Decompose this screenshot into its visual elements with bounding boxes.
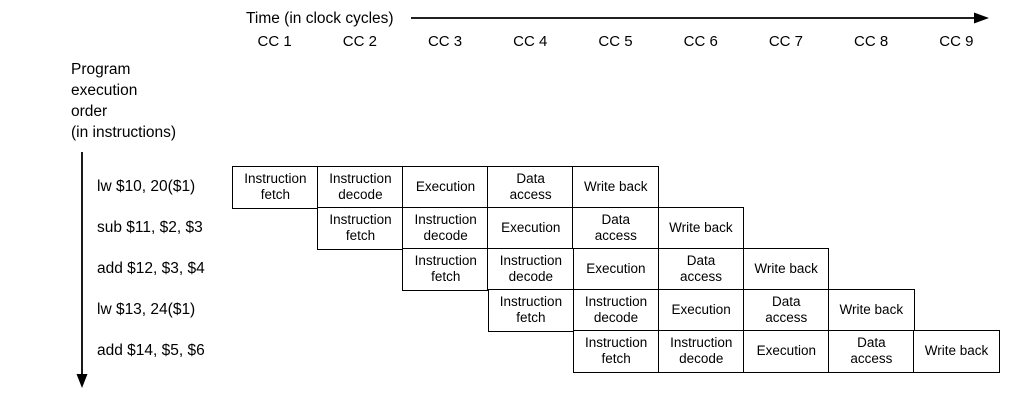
stage-cell-id: Instruction decode <box>487 248 575 291</box>
stage-cell-wb: Write back <box>742 248 830 291</box>
program-order-arrowhead-icon <box>76 374 88 388</box>
stage-cell-id: Instruction decode <box>402 207 489 250</box>
instruction-label-4: lw $13, 24($1) <box>97 301 196 318</box>
stage-cell-wb: Write back <box>827 289 915 332</box>
stage-cell-if: Instruction fetch <box>572 330 660 373</box>
stage-cell-ex: Execution <box>572 248 660 291</box>
instruction-label-3: add $12, $3, $4 <box>97 260 205 277</box>
stage-cell-wb: Write back <box>913 330 1000 373</box>
stage-cell-ex: Execution <box>742 330 830 373</box>
pipeline-row-5: Instruction fetch Instruction decode Exe… <box>572 330 1000 373</box>
stage-cell-if: Instruction fetch <box>487 289 575 332</box>
clock-cycle-label-2: CC 2 <box>342 33 377 50</box>
clock-cycle-label-5: CC 5 <box>598 33 633 50</box>
stage-cell-mem: Data access <box>742 289 830 332</box>
pipeline-row-4: Instruction fetch Instruction decode Exe… <box>487 289 915 332</box>
clock-cycle-label-8: CC 8 <box>854 33 889 50</box>
instruction-label-5: add $14, $5, $6 <box>97 342 205 359</box>
stage-cell-ex: Execution <box>402 166 489 209</box>
time-axis-arrowhead-icon <box>974 12 989 24</box>
stage-cell-ex: Execution <box>657 289 745 332</box>
clock-cycle-label-3: CC 3 <box>427 33 463 50</box>
stage-cell-if: Instruction fetch <box>317 207 404 250</box>
stage-cell-mem: Data access <box>828 330 915 373</box>
clock-cycle-header-row: CC 1 CC 2 CC 3 CC 4 CC 5 CC 6 CC 7 CC 8 … <box>232 33 999 51</box>
clock-cycle-label-1: CC 1 <box>257 33 292 50</box>
stage-cell-wb: Write back <box>572 166 660 209</box>
stage-cell-if: Instruction fetch <box>402 248 490 291</box>
stage-cell-wb: Write back <box>657 207 745 250</box>
instruction-label-1: lw $10, 20($1) <box>97 178 196 195</box>
clock-cycle-label-4: CC 4 <box>513 33 548 50</box>
clock-cycle-label-6: CC 6 <box>683 33 718 50</box>
stage-cell-mem: Data access <box>657 248 745 291</box>
stage-cell-ex: Execution <box>487 207 575 250</box>
pipeline-row-3: Instruction fetch Instruction decode Exe… <box>402 248 830 291</box>
stage-cell-if: Instruction fetch <box>232 166 319 209</box>
stage-cell-id: Instruction decode <box>657 330 745 373</box>
pipeline-row-2: Instruction fetch Instruction decode Exe… <box>317 207 745 250</box>
time-axis-label: Time (in clock cycles) <box>246 10 394 27</box>
clock-cycle-label-9: CC 9 <box>939 33 974 50</box>
stage-cell-mem: Data access <box>487 166 574 209</box>
stage-cell-id: Instruction decode <box>572 289 660 332</box>
program-order-label: Program execution order (in instructions… <box>71 61 177 141</box>
clock-cycle-label-7: CC 7 <box>768 33 804 50</box>
stage-cell-id: Instruction decode <box>317 166 404 209</box>
pipeline-row-1: Instruction fetch Instruction decode Exe… <box>232 166 660 209</box>
stage-cell-mem: Data access <box>572 207 660 250</box>
instruction-label-2: sub $11, $2, $3 <box>97 219 203 236</box>
